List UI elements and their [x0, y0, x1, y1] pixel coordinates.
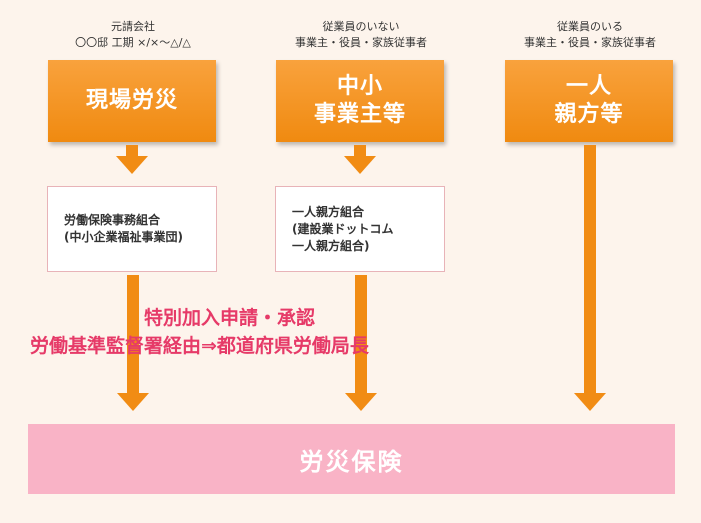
org-box-col1: 労働保険事務組合 (中小企業福祉事業団): [47, 186, 217, 272]
result-label: 労災保険: [299, 447, 404, 476]
arrow-shaft-col3: [584, 145, 596, 395]
arrow-head-col2-top: [344, 156, 376, 174]
arrow-shaft-col1-bottom: [127, 275, 139, 395]
caption-col2: 従業員のいない 事業主・役員・家族従事者: [295, 20, 427, 49]
procedure-line1: 特別加入申請・承認: [144, 307, 316, 329]
box-small-business-owner: 中小 事業主等: [276, 60, 444, 142]
procedure-line2: 労働基準監督署経由⇒都道府県労働局長: [30, 335, 369, 357]
arrow-shaft-col2-bottom: [355, 275, 367, 395]
arrow-shaft-col1-top: [126, 145, 138, 157]
box-hitori-oyakata: 一人 親方等: [505, 60, 673, 142]
org-box-col2: 一人親方組合 (建設業ドットコム 一人親方組合): [275, 186, 445, 272]
box-site-rousai: 現場労災: [48, 60, 216, 142]
arrow-shaft-col2-top: [354, 145, 366, 157]
arrow-head-col1-top: [116, 156, 148, 174]
result-bar: 労災保険: [28, 424, 675, 494]
arrow-head-col2-bottom: [345, 393, 377, 411]
arrow-head-col1-bottom: [117, 393, 149, 411]
caption-col3: 従業員のいる 事業主・役員・家族従事者: [524, 20, 656, 49]
arrow-head-col3: [574, 393, 606, 411]
caption-col1: 元請会社 〇〇邸 工期 ×/×〜△/△: [75, 20, 191, 49]
